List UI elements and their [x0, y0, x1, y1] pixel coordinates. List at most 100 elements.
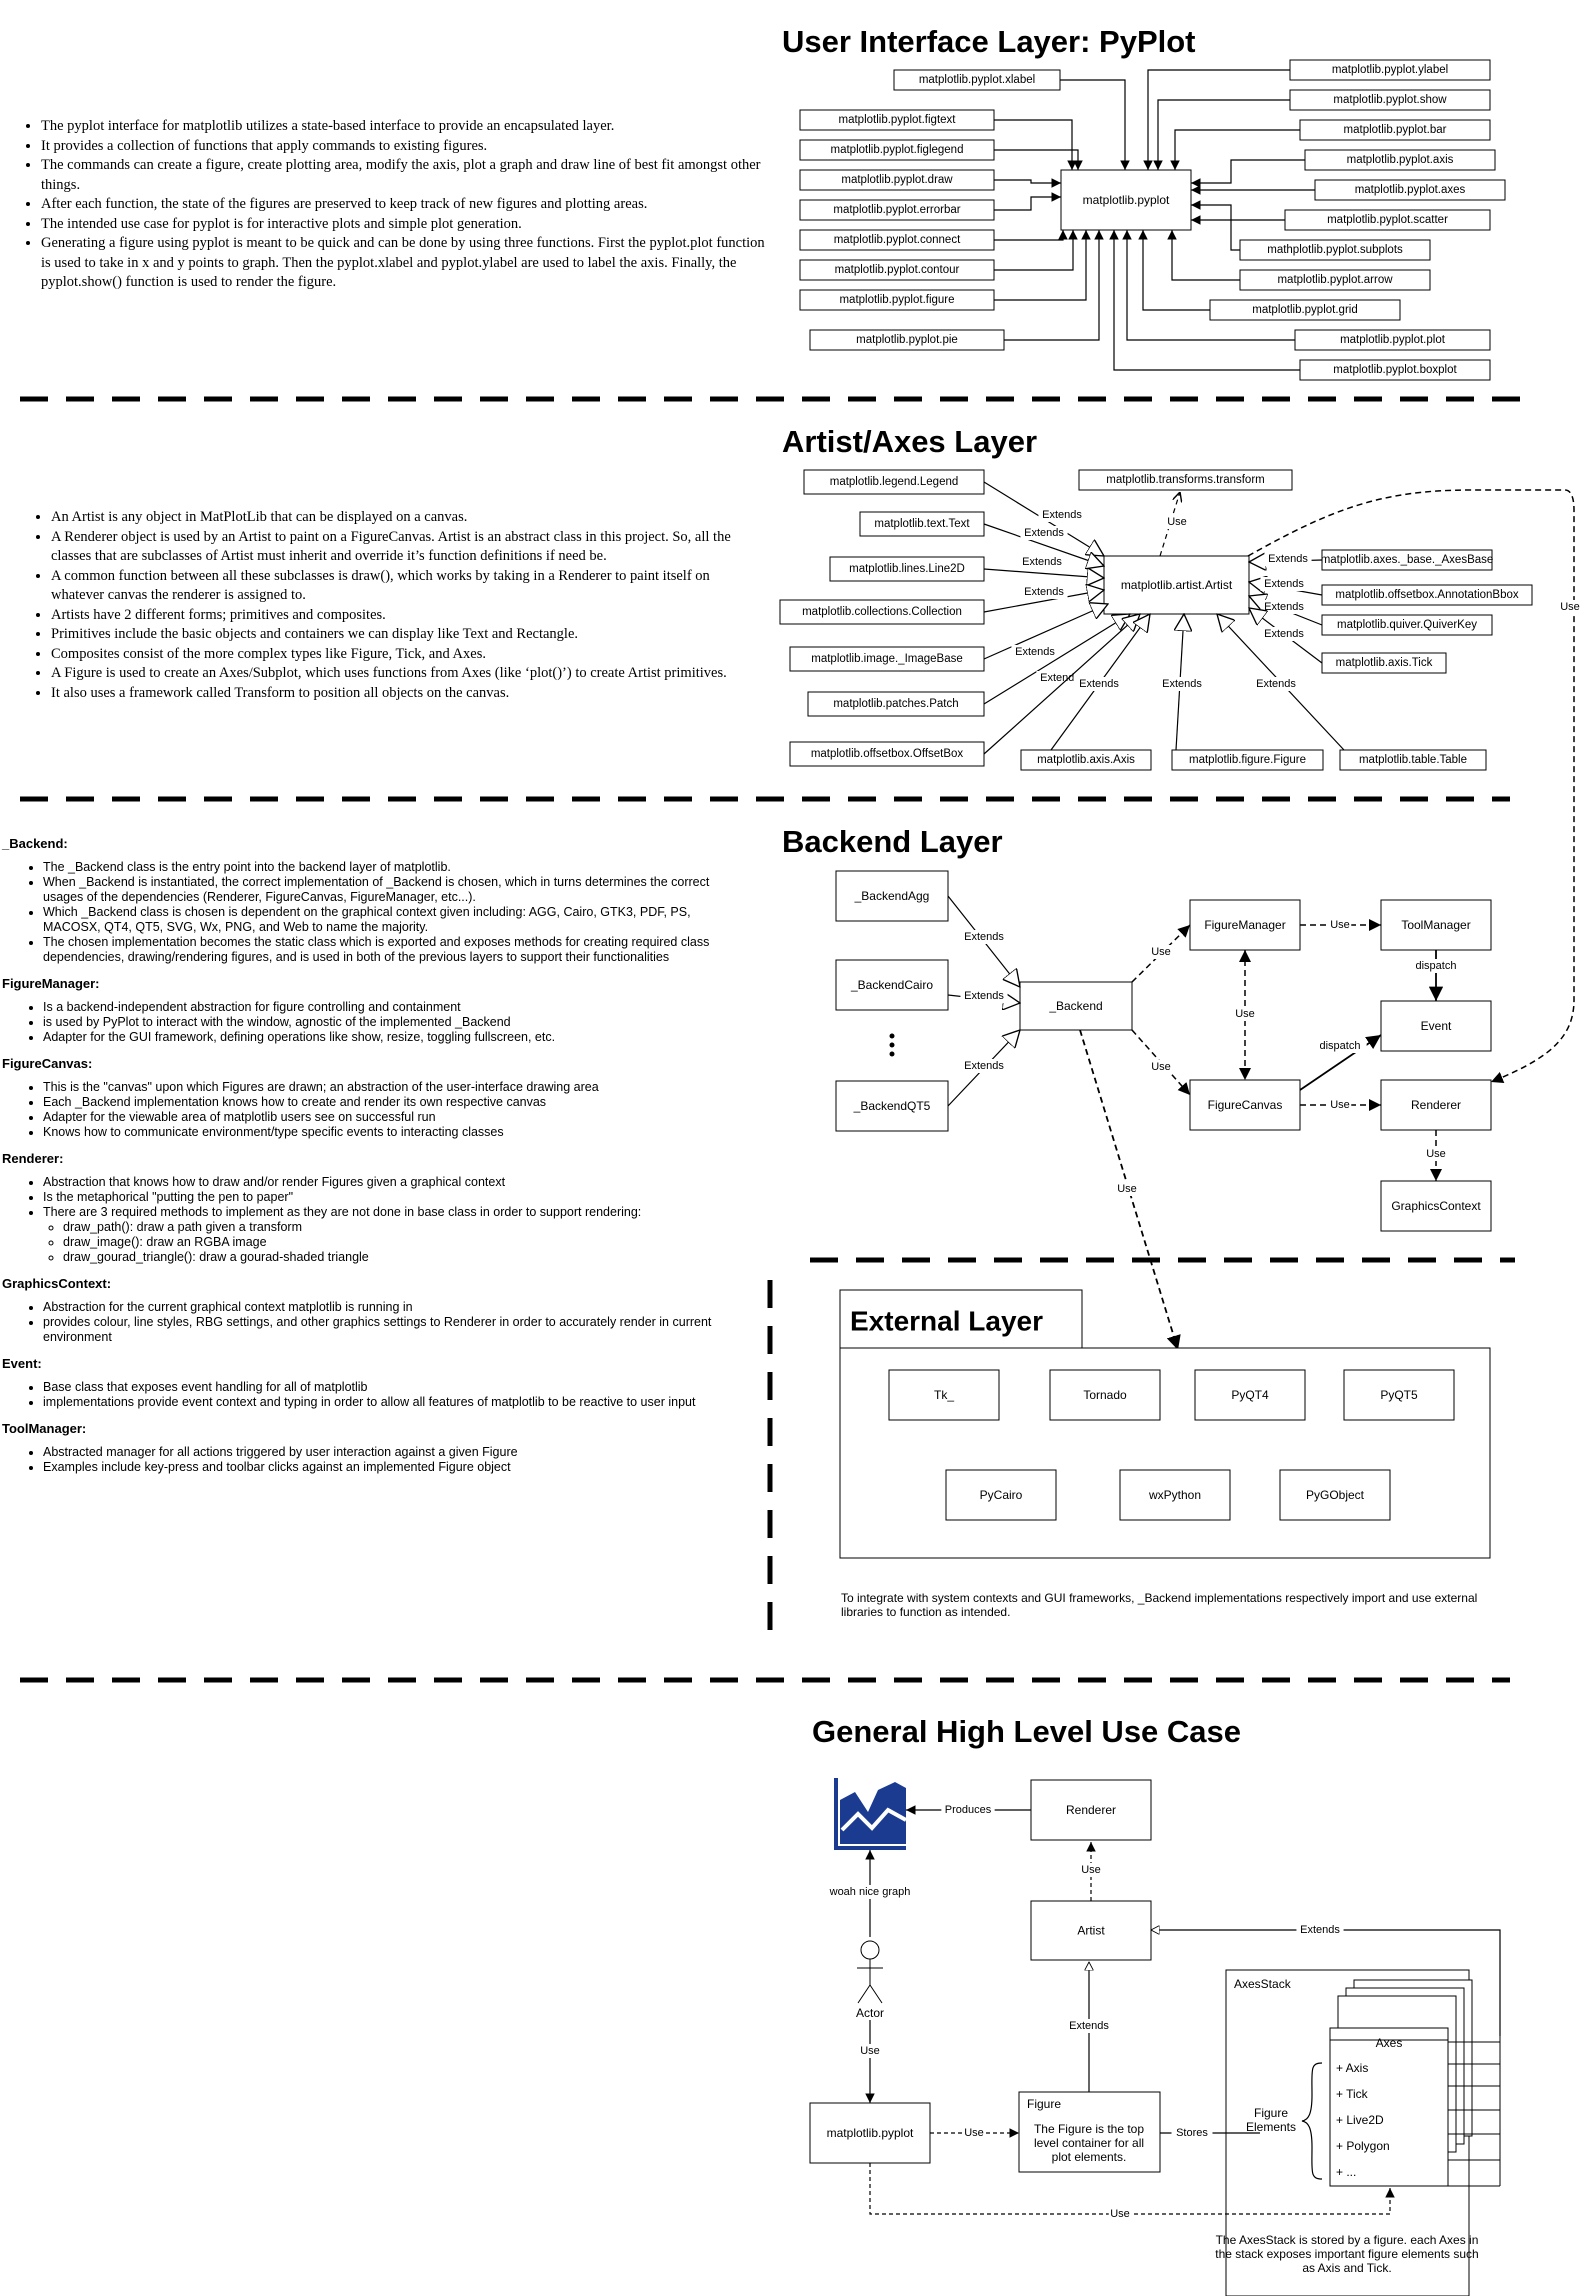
backend-qt5: _BackendQT5 [853, 1099, 931, 1113]
artist-bullet: Primitives include the basic objects and… [51, 625, 736, 645]
backend-use-label: Use [1330, 919, 1350, 931]
chart-icon [834, 1778, 907, 1850]
backend-cairo: _BackendCairo [850, 978, 933, 992]
artist-extends-label: Extends [1022, 556, 1062, 568]
pyplot-connector [1143, 69, 1290, 170]
pyplot-connector [1167, 230, 1240, 281]
pyplot-fn-box: matplotlib.pyplot.scatter [1327, 214, 1448, 226]
artist-subclass-box-box [829, 556, 985, 582]
actor-icon [857, 1940, 883, 2004]
backend-section-heading: Renderer: [2, 1151, 64, 1166]
artist-subclass-box: matplotlib.image._ImageBase [811, 653, 963, 665]
artist-bullet-list: An Artist is any object in MatPlotLib th… [31, 508, 736, 703]
pyplot-fn-box: matplotlib.pyplot.errorbar [833, 204, 960, 216]
external-library: PyCairo [980, 1488, 1023, 1502]
backend-section-item: Which _Backend class is chosen is depend… [43, 905, 742, 935]
backend-qt5-box [835, 1080, 949, 1132]
backend-figure-canvas-box [1189, 1079, 1301, 1131]
figure-elements-brace [1301, 2062, 1323, 2180]
backend-section-item: Adapter for the viewable area of matplot… [43, 1110, 742, 1125]
artist-subclass-box: matplotlib.axes._base._AxesBase [1321, 554, 1494, 566]
artist-extends-label: Extends [1042, 509, 1082, 521]
backend-section-item: is used by PyPlot to interact with the w… [43, 1015, 742, 1030]
usecase-axes-note-line: the stack exposes important figure eleme… [1215, 2247, 1478, 2261]
backend-dispatch-label: dispatch [1416, 960, 1457, 972]
backend-section-item: There are 3 required methods to implemen… [43, 1205, 742, 1265]
artist-extends-label: Extends [1015, 646, 1055, 658]
backend-section-item: Is a backend-independent abstraction for… [43, 1000, 742, 1015]
artist-extends-label-bg [1038, 508, 1086, 522]
pyplot-connector [1191, 200, 1285, 221]
pyplot-bullet-list: The pyplot interface for matplotlib util… [21, 117, 775, 293]
backend-section-list: Abstraction that knows how to draw and/o… [2, 1175, 742, 1265]
usecase-extends-label-bg [1065, 2019, 1113, 2033]
backend-section-item: Adapter for the GUI framework, defining … [43, 1030, 742, 1045]
external-library-box [888, 1369, 1000, 1421]
backend-section-heading: ToolManager: [2, 1421, 87, 1436]
usecase-axes-note-line: as Axis and Tick. [1302, 2261, 1391, 2275]
backend-use-label-bg [1115, 1182, 1139, 1196]
artist-subclass-box-box [807, 691, 985, 717]
usecase-diagram: RendererArtistmatplotlib.pyplotFigureThe… [809, 1778, 1501, 2296]
artist-extends-connector [983, 590, 1104, 613]
backend-section-list: The _Backend class is the entry point in… [2, 860, 742, 965]
backend-tool-manager: ToolManager [1401, 918, 1470, 932]
artist-use-connector [1159, 492, 1180, 557]
usecase-graph-note-bg [821, 1885, 919, 1899]
artist-bullet: Artists have 2 different forms; primitiv… [51, 606, 736, 626]
external-library-box [1119, 1469, 1231, 1521]
artist-subclass-box-box [1339, 749, 1487, 771]
backend-section-item: The chosen implementation becomes the st… [43, 935, 742, 965]
backend-section-sublist: draw_path(): draw a path given a transfo… [43, 1220, 742, 1265]
pyplot-fn-box: matplotlib.pyplot.show [1333, 94, 1447, 106]
artist-extends-label-bg [1011, 645, 1059, 659]
artist-subclass-box: matplotlib.axis.Axis [1037, 754, 1135, 766]
backend-graphics-context-box [1380, 1180, 1492, 1232]
backend-section-item: implementations provide event context an… [43, 1395, 742, 1410]
backend-dispatch-label-bg [1409, 959, 1463, 973]
artist-subclass-box: matplotlib.quiver.QuiverKey [1337, 619, 1477, 631]
usecase-use-label: Use [1081, 1864, 1101, 1876]
pyplot-connector [994, 230, 1078, 271]
pyplot-fn-box: matplotlib.pyplot.axis [1347, 154, 1454, 166]
artist-use-label-bg [1165, 515, 1189, 529]
usecase-produces-label-bg [941, 1803, 995, 1817]
backend-external-connector [1079, 1029, 1181, 1351]
axes-card [1329, 2027, 1449, 2187]
artist-extends-label-bg [1020, 526, 1068, 540]
artist-subclass-box-box [789, 741, 985, 767]
backend-section-item: provides colour, line styles, RBG settin… [43, 1315, 742, 1345]
pyplot-fn-box: matplotlib.pyplot.pie [856, 334, 958, 346]
pyplot-connector [1191, 215, 1240, 251]
backend-use-label-bg [1233, 1007, 1257, 1021]
pyplot-connector [994, 178, 1061, 188]
usecase-axes-note-line: The AxesStack is stored by a figure. eac… [1216, 2233, 1479, 2247]
backend-renderer: Renderer [1411, 1098, 1461, 1112]
external-layer-tab [839, 1289, 1083, 1350]
backend-description: _Backend:The _Backend class is the entry… [2, 836, 742, 1475]
artist-extends-connector [983, 604, 1108, 660]
backend-section-item: Abstraction for the current graphical co… [43, 1300, 742, 1315]
ellipsis-dot [889, 1033, 895, 1039]
backend-section-item: The _Backend class is the entry point in… [43, 860, 742, 875]
pyplot-fn-box: matplotlib.pyplot.bar [1344, 124, 1447, 136]
backend-core: _Backend [1048, 999, 1102, 1013]
figure-elements-label: Elements [1246, 2120, 1296, 2134]
usecase-extends-label: Extends [1069, 2020, 1109, 2032]
external-library-box [1343, 1369, 1455, 1421]
pyplot-connector [1122, 230, 1295, 341]
usecase-use-label: Use [860, 2045, 880, 2057]
backend-agg: _BackendAgg [854, 889, 930, 903]
backend-extends-label-bg [960, 930, 1008, 944]
backend-section-subitem: draw_path(): draw a path given a transfo… [63, 1220, 742, 1235]
artist-subclass-box: matplotlib.offsetbox.AnnotationBbox [1335, 589, 1519, 601]
backend-graphics-context: GraphicsContext [1391, 1199, 1481, 1213]
artist-subclass-box-box [1020, 749, 1152, 771]
backend-event: Event [1421, 1019, 1452, 1033]
pyplot-fn-box: matplotlib.pyplot.boxplot [1333, 364, 1457, 376]
usecase-use-label-bg [1079, 1863, 1103, 1877]
usecase-title: General High Level Use Case [812, 1714, 1241, 1749]
usecase-renderer-box [1030, 1779, 1152, 1841]
external-library: Tornado [1083, 1388, 1127, 1402]
